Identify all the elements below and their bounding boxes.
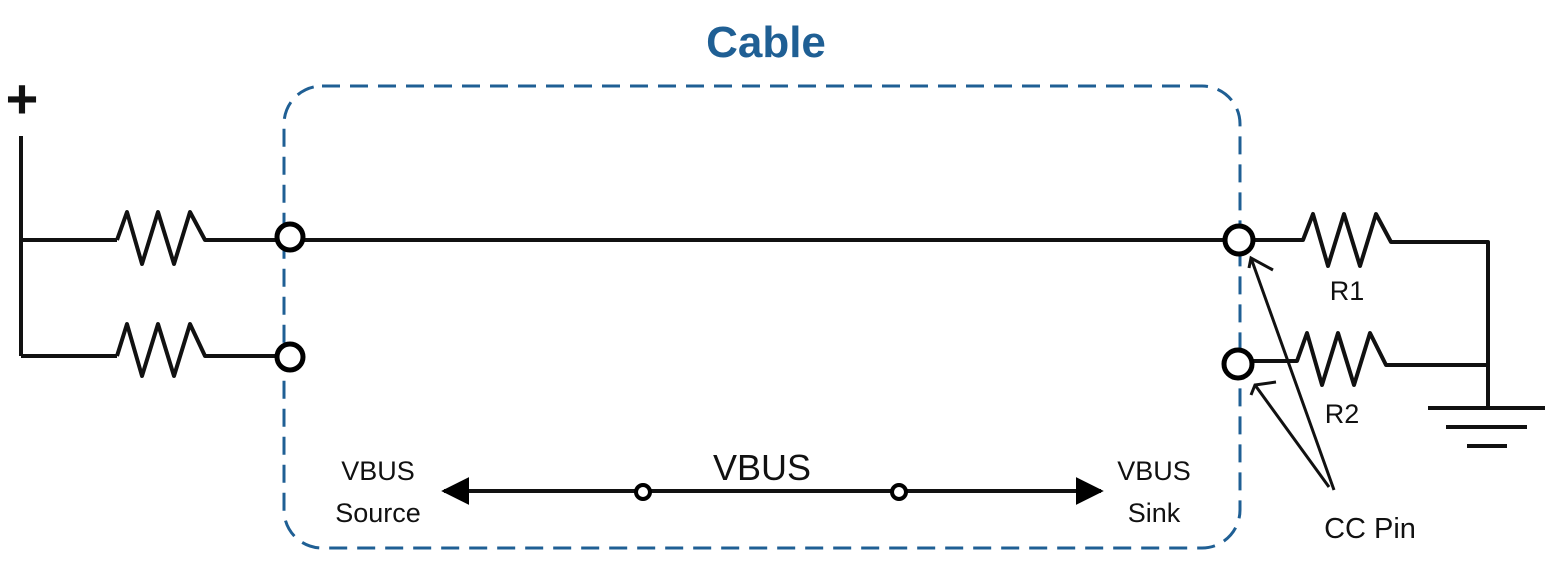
sink-terminal-top <box>1222 223 1256 257</box>
sink-resistor-r1 <box>1253 212 1490 408</box>
source-terminal-top <box>274 221 306 253</box>
sink-resistor-r2 <box>1253 331 1488 387</box>
source-resistor-top <box>115 210 277 266</box>
vbus-sink-label-line2: Sink <box>1128 498 1181 528</box>
vbus-label: VBUS <box>713 447 811 488</box>
source-terminal-bottom <box>274 341 306 373</box>
cable-title: Cable <box>706 18 826 67</box>
cc-pin-label: CC Pin <box>1324 513 1416 545</box>
supply-rail-wire <box>19 136 117 358</box>
vbus-sink-label-line1: VBUS <box>1117 456 1191 486</box>
source-resistor-bottom <box>115 322 277 378</box>
cc-pin-callout <box>1247 255 1336 491</box>
sink-terminal-bottom <box>1221 347 1255 381</box>
vbus-source-label-line2: Source <box>335 498 421 528</box>
r1-label: R1 <box>1330 276 1365 306</box>
supply-plus-symbol: + <box>6 67 39 130</box>
vbus-source-label-line1: VBUS <box>341 456 415 486</box>
ground-icon <box>1428 406 1545 448</box>
vbus-node-left <box>634 483 652 501</box>
r2-label: R2 <box>1325 399 1360 429</box>
vbus-node-right <box>890 483 908 501</box>
cable-boundary <box>282 84 1242 550</box>
